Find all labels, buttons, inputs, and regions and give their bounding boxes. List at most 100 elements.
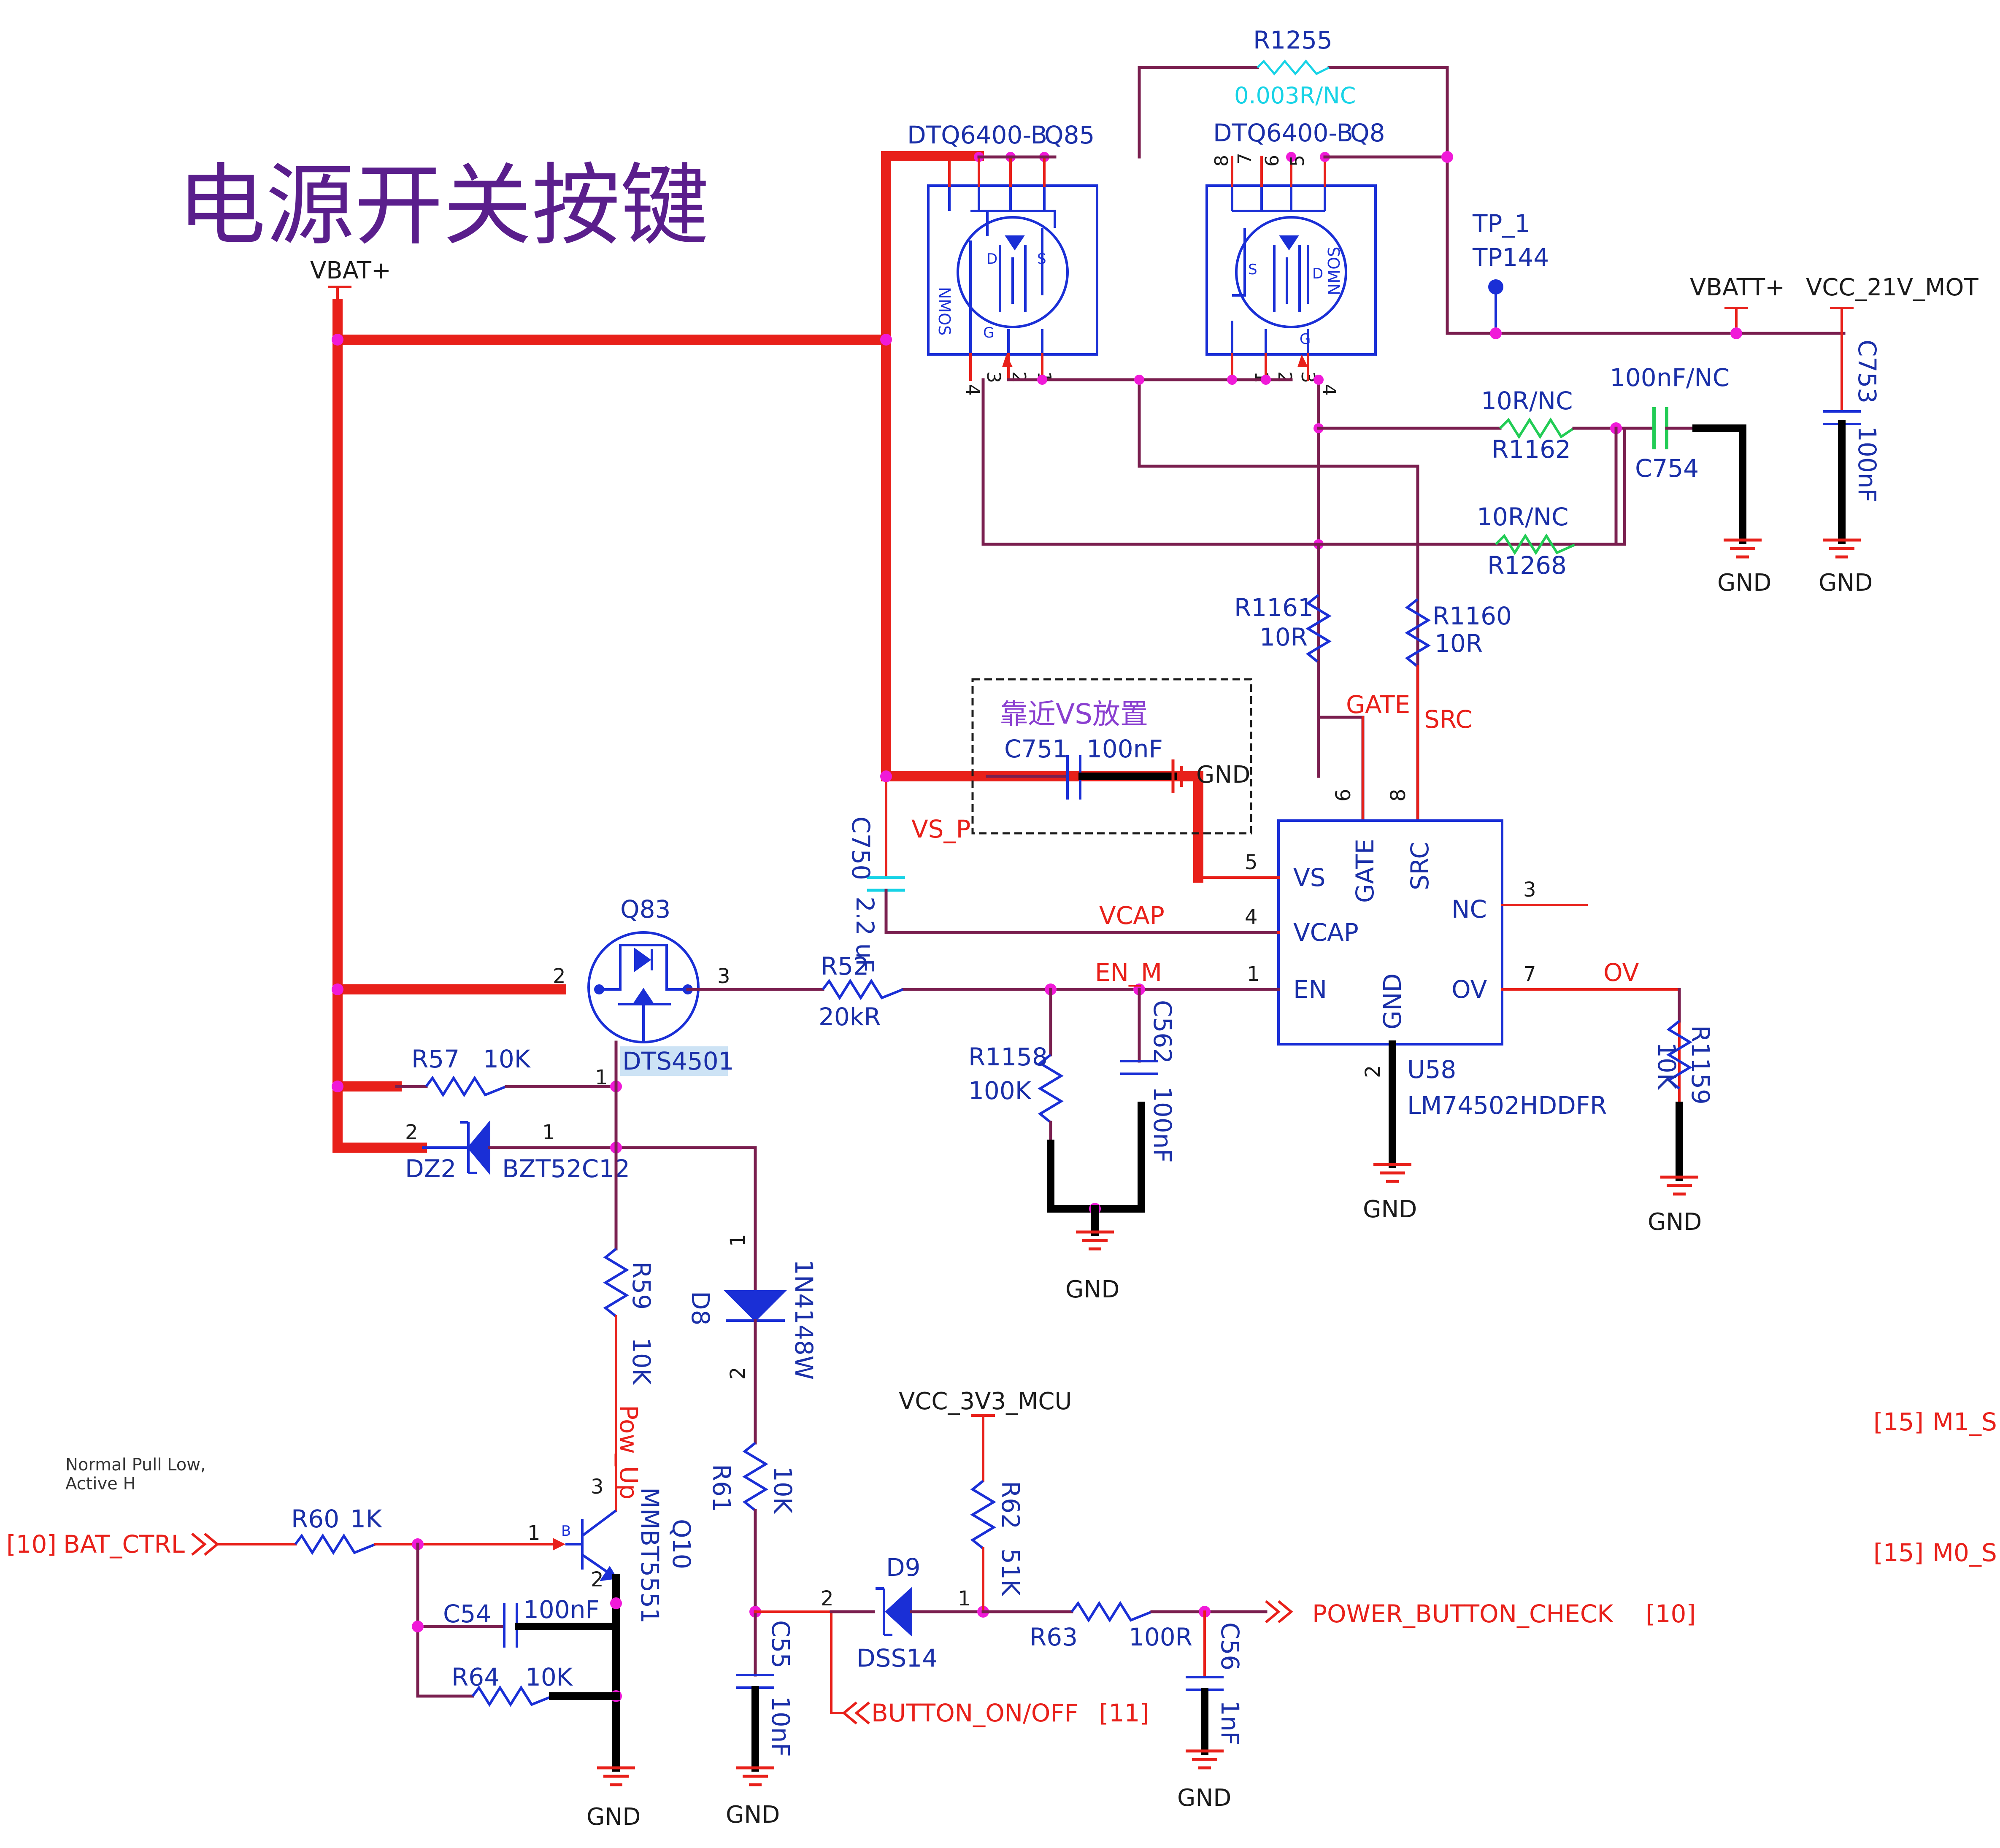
r63-resistor xyxy=(981,1601,1268,1623)
svg-text:4: 4 xyxy=(1245,905,1258,929)
svg-text:1: 1 xyxy=(958,1587,971,1610)
c56-value: 1nF xyxy=(1216,1700,1244,1745)
vbat-label: VBAT+ xyxy=(310,257,391,284)
u58-pin-src: SRC xyxy=(1405,842,1434,890)
r1268-ref: R1268 xyxy=(1487,551,1567,580)
u58-pin-en: EN xyxy=(1293,975,1327,1004)
q83-ref: Q83 xyxy=(620,895,670,924)
m1-port-sheet: [15] xyxy=(1873,1408,1924,1436)
svg-text:2: 2 xyxy=(1274,371,1295,383)
tp144-ref: TP144 xyxy=(1472,243,1549,272)
r1255-ref: R1255 xyxy=(1253,26,1332,54)
svg-text:1: 1 xyxy=(726,1234,750,1247)
bat-ctrl-sheet: [10] xyxy=(6,1530,57,1559)
placement-note: 靠近VS放置 xyxy=(1000,698,1148,730)
m1-port-name: M1_S xyxy=(1932,1408,1997,1436)
u58-part: LM74502HDDFR xyxy=(1407,1091,1607,1120)
r60-value: 1K xyxy=(350,1505,383,1533)
c751-value: 100nF xyxy=(1086,735,1163,763)
r60-ref: R60 xyxy=(291,1505,339,1533)
svg-text:2: 2 xyxy=(591,1568,604,1591)
r1158-resistor xyxy=(1038,988,1145,1251)
m0-port-sheet: [15] xyxy=(1873,1538,1924,1567)
svg-text:B: B xyxy=(561,1523,571,1540)
svg-text:2: 2 xyxy=(1008,371,1030,383)
en-m-net-label: EN_M xyxy=(1095,958,1162,987)
svg-text:6: 6 xyxy=(1332,789,1355,802)
vbatt-label: VBATT+ xyxy=(1690,274,1785,301)
svg-text:4: 4 xyxy=(1318,384,1340,396)
q85-part: DTQ6400-B xyxy=(907,121,1047,149)
u58-pin-gate: GATE xyxy=(1351,839,1379,903)
bat-ctrl-port xyxy=(191,1532,297,1556)
svg-text:D: D xyxy=(1312,265,1323,282)
r1158-ref: R1158 xyxy=(968,1043,1048,1071)
q85-nmos: NMOS D S G xyxy=(927,184,1098,356)
q10-part: MMBT5551 xyxy=(635,1487,664,1624)
svg-text:2: 2 xyxy=(1361,1065,1385,1078)
r1268-value: 10R/NC xyxy=(1477,503,1569,531)
svg-text:NMOS: NMOS xyxy=(1325,247,1343,295)
vbat-power-rail xyxy=(328,151,1280,1153)
svg-text:4: 4 xyxy=(962,384,983,396)
r1159-value: 10K xyxy=(1652,1042,1681,1090)
c750-ref: C750 xyxy=(846,816,875,880)
q83-part: DTS4501 xyxy=(622,1047,734,1075)
r64-resistor xyxy=(471,1685,620,1707)
dz2-part: BZT52C12 xyxy=(502,1154,630,1183)
svg-text:NMOS: NMOS xyxy=(935,287,954,335)
power-button-check-name: POWER_BUTTON_CHECK xyxy=(1312,1599,1614,1628)
button-onoff-name: BUTTON_ON/OFF xyxy=(871,1699,1078,1727)
svg-text:1: 1 xyxy=(542,1121,555,1144)
placement-note-box xyxy=(971,678,1252,835)
u58-pin-ov: OV xyxy=(1451,975,1487,1004)
svg-text:2: 2 xyxy=(726,1367,750,1380)
gnd-c754-label: GND xyxy=(1717,569,1771,597)
d9-part: DSS14 xyxy=(857,1644,938,1672)
c750-value: 2.2 uF xyxy=(851,897,879,973)
svg-text:2: 2 xyxy=(553,965,566,988)
svg-text:5: 5 xyxy=(1287,155,1308,167)
vcc-mot-label: VCC_21V_MOT xyxy=(1806,274,1978,301)
r64-ref: R64 xyxy=(451,1663,500,1691)
svg-text:2: 2 xyxy=(821,1587,834,1610)
gate-net-label: GATE xyxy=(1346,690,1410,719)
dz2-zener xyxy=(332,1120,757,1284)
r61-resistor xyxy=(742,1442,768,1618)
vcap-net-label: VCAP xyxy=(1099,901,1165,930)
r1162-resistor xyxy=(1317,417,1656,439)
u58-ref: U58 xyxy=(1407,1055,1456,1084)
r52-ref: R52 xyxy=(821,952,869,981)
gnd-q10-label: GND xyxy=(586,1803,641,1831)
d9-schottky xyxy=(830,1586,989,1637)
svg-text:8: 8 xyxy=(1211,155,1232,167)
u58-pin-numbers: 5 4 1 3 7 6 8 2 xyxy=(1245,789,1536,1078)
svg-text:7: 7 xyxy=(1234,153,1256,165)
u58-pin-nc: NC xyxy=(1451,895,1487,924)
r62-value: 51K xyxy=(996,1548,1025,1597)
button-onoff-sheet: [11] xyxy=(1099,1699,1149,1727)
r1255-resistor xyxy=(1138,59,1846,335)
r1268-resistor xyxy=(981,427,1618,555)
svg-text:3: 3 xyxy=(1523,878,1536,902)
c56-ref: C56 xyxy=(1216,1622,1244,1670)
r1159-ref: R1159 xyxy=(1686,1025,1715,1105)
d9-pin-numbers: 2 1 xyxy=(821,1587,971,1610)
q8-ref: Q8 xyxy=(1350,119,1385,147)
q10-ref: Q10 xyxy=(667,1519,696,1569)
u58-ic xyxy=(901,819,1681,1183)
svg-text:8: 8 xyxy=(1386,789,1410,802)
bat-ctrl-name: BAT_CTRL xyxy=(63,1530,185,1559)
gnd-c55-label: GND xyxy=(726,1801,780,1829)
r57-ref: R57 xyxy=(411,1045,459,1073)
r59-resistor xyxy=(603,1248,629,1512)
svg-text:G: G xyxy=(983,324,994,341)
gnd-c753-label: GND xyxy=(1819,569,1873,597)
power-button-check-port xyxy=(1265,1600,1293,1624)
dz2-ref: DZ2 xyxy=(405,1154,456,1183)
r1161-resistor xyxy=(1305,543,1365,820)
c562-capacitor xyxy=(1120,988,1158,1075)
u58-pin-vcap: VCAP xyxy=(1293,918,1359,947)
c754-value: 100nF/NC xyxy=(1610,363,1730,392)
dz2-pin-numbers: 2 1 xyxy=(405,1121,555,1144)
